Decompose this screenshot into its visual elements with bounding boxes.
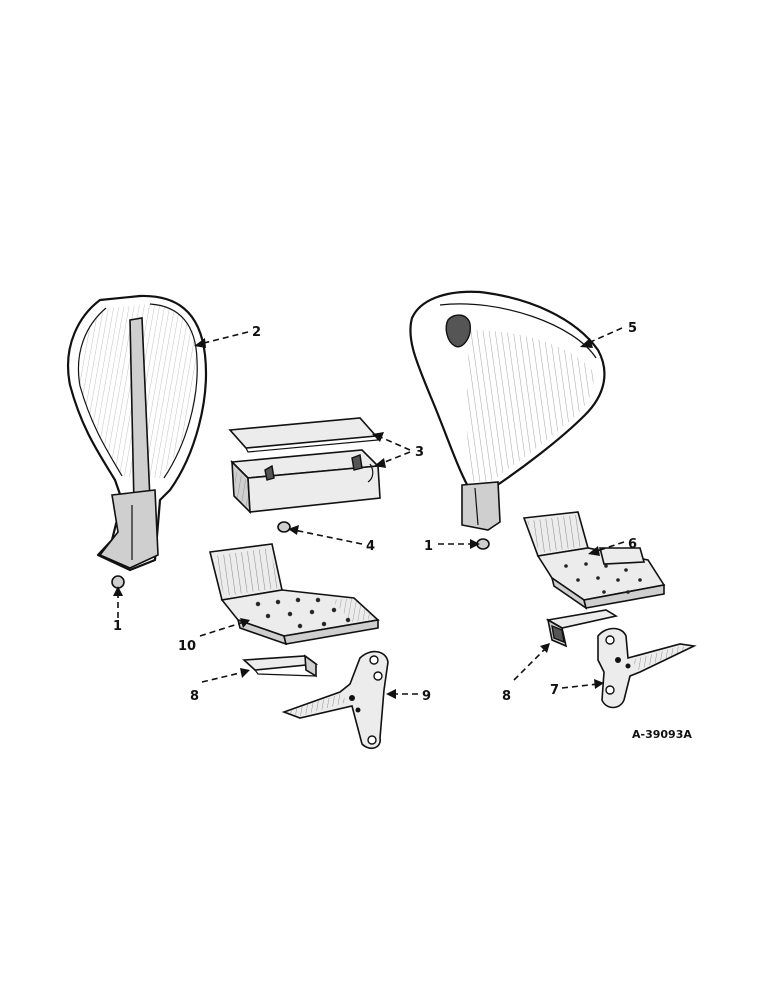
- callout-5: 5: [628, 321, 637, 336]
- callout-7: 7: [550, 683, 559, 698]
- callout-8-right: 8: [502, 689, 511, 704]
- step-plate-part-6: [522, 511, 666, 610]
- callout-8-left: 8: [190, 689, 199, 704]
- callout-10: 10: [178, 639, 196, 654]
- callout-6: 6: [628, 537, 637, 552]
- callout-labels: 1 2 3 4 1 5 6 10 8 9 8 7 A-39093A: [113, 321, 692, 741]
- callout-4: 4: [366, 539, 375, 554]
- seat-back-frame-part: [66, 294, 208, 572]
- callout-2: 2: [252, 325, 261, 340]
- grommet-part-4: [277, 521, 291, 533]
- figure-reference-code: A-39093A: [632, 728, 692, 741]
- bracket-part-8-right: [545, 609, 619, 648]
- bracket-part-8-left: [242, 654, 319, 678]
- support-bracket-part-7: [597, 627, 697, 709]
- leader-lines: [113, 327, 625, 699]
- callout-1-right: 1: [424, 539, 433, 554]
- callout-9: 9: [422, 689, 431, 704]
- callout-3: 3: [415, 445, 424, 460]
- step-plate-part-10: [209, 543, 380, 646]
- support-bracket-part-9: [281, 650, 389, 750]
- seat-back-cushion-part: [409, 290, 606, 531]
- callout-1-left: 1: [113, 619, 122, 634]
- battery-box-part: [228, 417, 381, 515]
